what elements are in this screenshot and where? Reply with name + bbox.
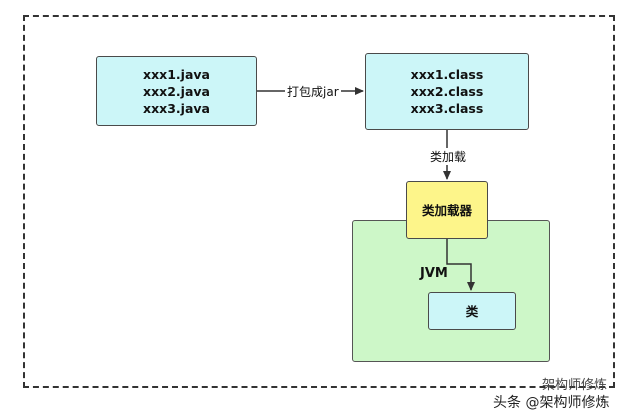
jvm-arrow bbox=[446, 239, 475, 291]
classloader-label: 类加载器 bbox=[421, 202, 472, 218]
class-label: 类 bbox=[465, 303, 479, 319]
java-file-2: xxx2.java bbox=[143, 83, 210, 99]
watermark-bottom: 头条 @架构师修炼 bbox=[493, 395, 610, 411]
java-file-1: xxx1.java bbox=[143, 66, 210, 82]
class-file-3: xxx3.class bbox=[410, 101, 484, 116]
class-file-box: xxx1.class xxx2.class xxx3.class bbox=[365, 53, 529, 130]
jvm-label: JVM bbox=[420, 266, 448, 281]
java-source-box: xxx1.java xxx2.java xxx3.java bbox=[96, 56, 257, 126]
class-box: 类 bbox=[428, 292, 516, 330]
load-edge-label: 类加载 bbox=[428, 148, 469, 165]
java-file-3: xxx3.java bbox=[143, 100, 210, 116]
class-file-2: xxx2.class bbox=[410, 84, 484, 99]
classloader-box: 类加载器 bbox=[406, 181, 488, 239]
outer-dashed-frame bbox=[23, 15, 615, 388]
package-edge-label: 打包成jar bbox=[285, 83, 341, 100]
watermark-top: 架构师修炼 bbox=[542, 378, 608, 393]
class-file-1: xxx1.class bbox=[410, 67, 484, 82]
